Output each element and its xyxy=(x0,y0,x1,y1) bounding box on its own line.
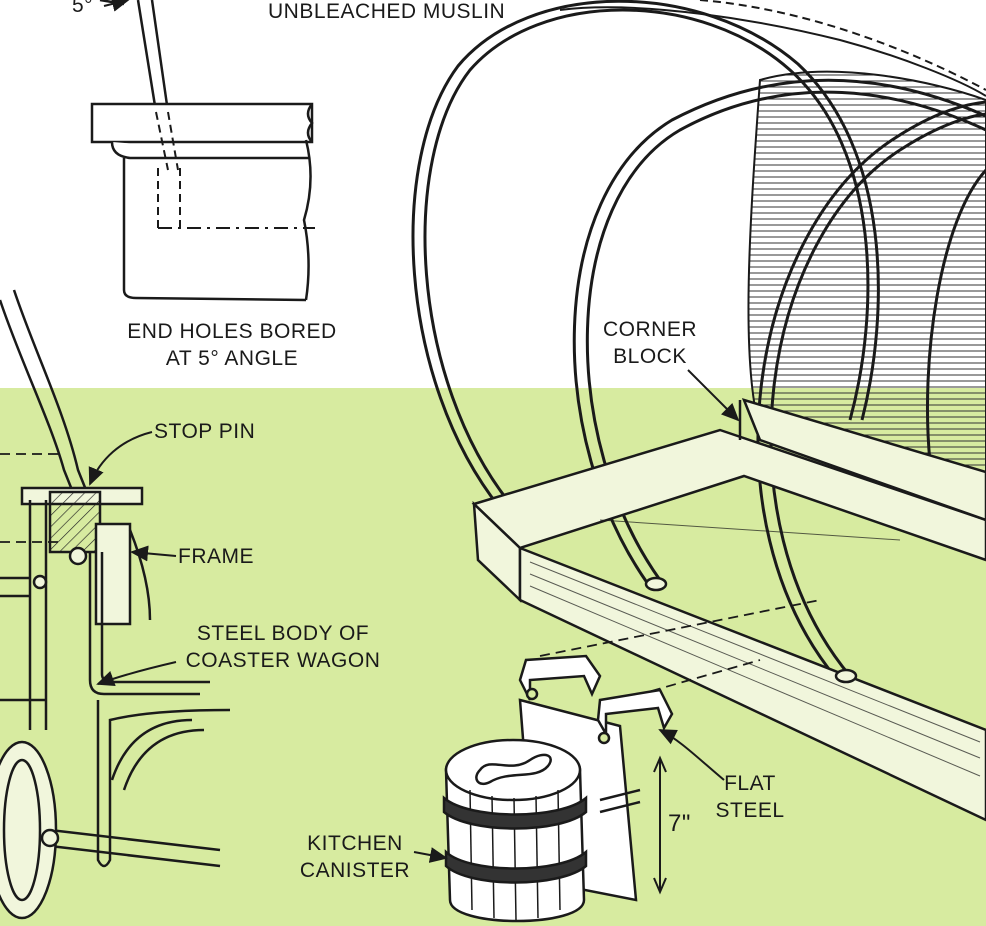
label-end-holes-line1: END HOLES BORED xyxy=(118,318,346,345)
label-end-holes: END HOLES BORED AT 5° ANGLE xyxy=(118,318,346,372)
label-kitchen-canister-line1: KITCHEN xyxy=(296,830,414,857)
kitchen-canister xyxy=(444,740,586,921)
label-corner-block-line2: BLOCK xyxy=(598,343,702,370)
label-corner-block-line1: CORNER xyxy=(598,316,702,343)
label-corner-block: CORNER BLOCK xyxy=(598,316,702,370)
label-steel-body: STEEL BODY OF COASTER WAGON xyxy=(172,620,394,674)
label-steel-body-line2: COASTER WAGON xyxy=(172,647,394,674)
label-stop-pin: STOP PIN xyxy=(154,418,255,445)
label-flat-steel: FLAT STEEL xyxy=(712,770,788,824)
label-steel-body-line1: STEEL BODY OF xyxy=(172,620,394,647)
label-frame: FRAME xyxy=(178,543,254,570)
label-dimension: 7" xyxy=(668,810,691,837)
label-unbleached-muslin: UNBLEACHED MUSLIN xyxy=(268,0,505,25)
label-kitchen-canister: KITCHEN CANISTER xyxy=(296,830,414,884)
label-end-holes-line2: AT 5° ANGLE xyxy=(118,345,346,372)
label-flat-steel-line1: FLAT xyxy=(712,770,788,797)
frame-block-hatched xyxy=(50,492,100,552)
label-kitchen-canister-line2: CANISTER xyxy=(296,857,414,884)
label-five-degree: 5° xyxy=(72,0,93,19)
label-flat-steel-line2: STEEL xyxy=(712,797,788,824)
